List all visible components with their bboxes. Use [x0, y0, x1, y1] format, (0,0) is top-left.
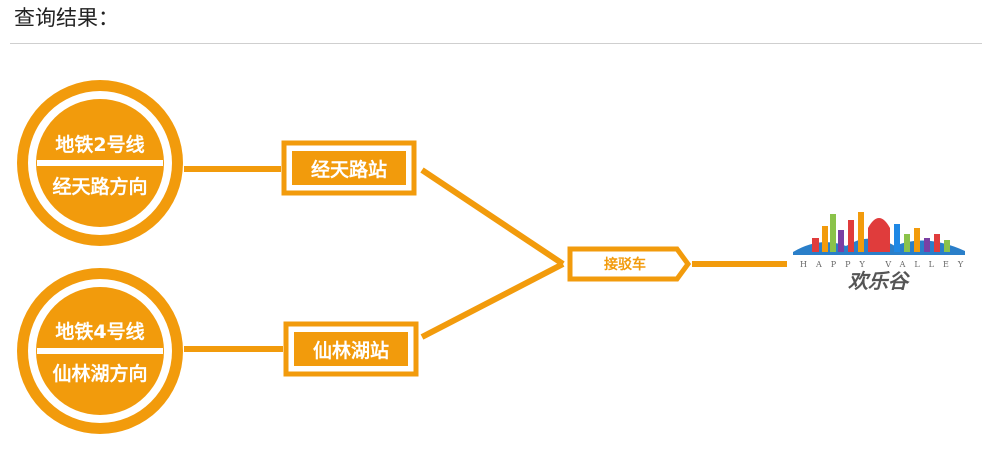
route-connectors [184, 166, 787, 352]
shuttle-node: 接驳车 [567, 246, 692, 282]
station-jingtian-label: 经天路站 [311, 158, 387, 181]
logo-subtitle: HAPPY VALLEY [800, 260, 972, 269]
metro-line2-label: 地铁2号线 [55, 133, 144, 156]
station-xianlin-box: 仙林湖站 [283, 321, 419, 377]
metro-line4-node: 地铁4号线 仙林湖方向 [17, 268, 183, 434]
metro-line4-direction: 仙林湖方向 [52, 362, 147, 385]
shuttle-label: 接驳车 [604, 256, 646, 273]
metro-line2-node: 地铁2号线 经天路方向 [17, 80, 183, 246]
header-divider [10, 43, 982, 44]
metro-line2-direction: 经天路方向 [52, 175, 147, 198]
connector-xianlin-shuttle [420, 261, 565, 340]
station-jingtian-box: 经天路站 [281, 140, 417, 196]
result-title: 查询结果： [14, 6, 119, 30]
metro-line4-label: 地铁4号线 [55, 320, 144, 343]
logo-name: 欢乐谷 [848, 269, 910, 293]
station-xianlin-label: 仙林湖站 [313, 339, 389, 362]
happy-valley-logo: HAPPY VALLEY 欢乐谷 [793, 212, 972, 293]
connector-jingtian-shuttle [420, 167, 565, 267]
